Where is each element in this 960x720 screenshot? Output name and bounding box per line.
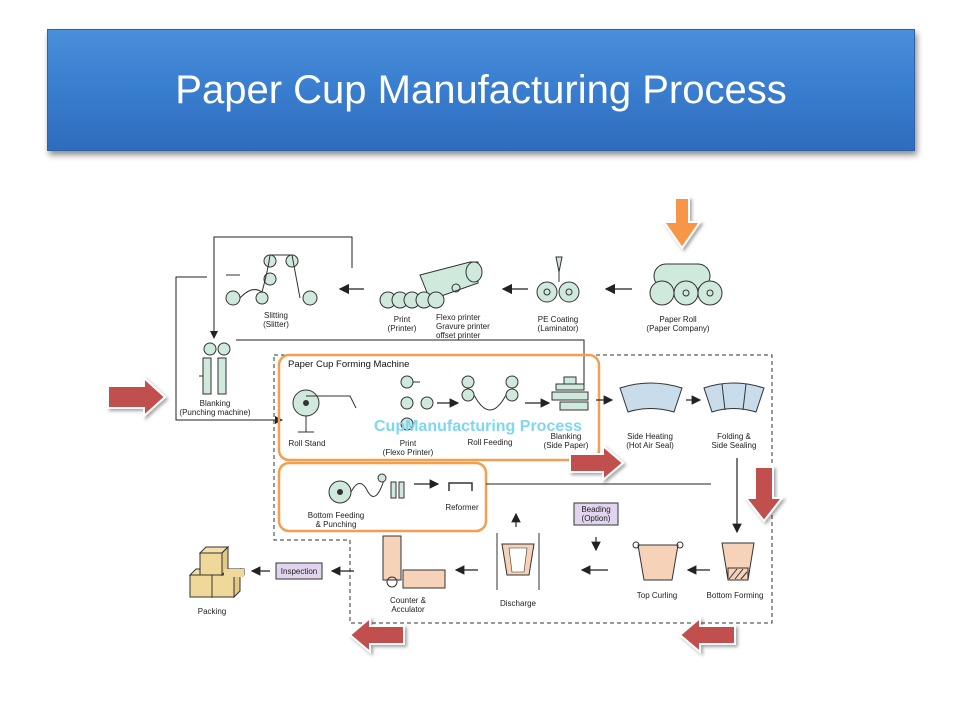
roll-feeding: [461, 375, 519, 411]
label-bottom-forming: Bottom Forming: [707, 591, 764, 600]
counter-tube: [382, 535, 402, 581]
svg-text:offset printer: offset printer: [436, 331, 481, 340]
label-roll-stand: Roll Stand: [289, 439, 326, 448]
top-curling-cup: [637, 544, 679, 581]
label-slitting: Slitting: [264, 311, 288, 320]
svg-text:(Printer): (Printer): [388, 324, 417, 333]
overlay-caption: CupManufacturing Process: [374, 418, 582, 435]
label-bottom-feeding: Bottom Feeding: [308, 511, 364, 520]
label-counter: Counter &: [390, 596, 427, 605]
svg-text:(Paper Company): (Paper Company): [646, 324, 709, 333]
red-right-arrow-middle: [569, 443, 625, 483]
label-side-heating: Side Heating: [627, 432, 673, 441]
folding-blank: [703, 382, 765, 413]
printer-machine: [379, 261, 483, 309]
side-blanking: [551, 376, 589, 411]
label-printer-types: Flexo printer: [436, 313, 481, 322]
red-left-arrow-bottom-left: [348, 615, 405, 655]
svg-text:(Flexo Printer): (Flexo Printer): [383, 448, 434, 457]
label-roll-feeding: Roll Feeding: [468, 438, 513, 447]
flexo-printer: [400, 375, 434, 431]
svg-text:(Laminator): (Laminator): [538, 324, 579, 333]
label-pe-coating: PE Coating: [538, 315, 578, 324]
label-discharge: Discharge: [500, 599, 537, 608]
label-beading: Beading: [581, 505, 610, 514]
svg-text:(Hot Air Seal): (Hot Air Seal): [626, 441, 674, 450]
label-blanking-side: Blanking: [551, 432, 582, 441]
packing-boxes: [188, 545, 245, 599]
label-paper-roll: Paper Roll: [659, 315, 697, 324]
red-down-arrow-right: [743, 466, 785, 523]
accumulator-tube: [402, 569, 446, 589]
inspection-box: [275, 562, 323, 580]
bottom-feeder: [328, 473, 405, 504]
label-folding: Folding &: [717, 432, 751, 441]
svg-text:(Slitter): (Slitter): [263, 320, 289, 329]
svg-text:Acculator: Acculator: [391, 605, 425, 614]
pe-coating-machine: [536, 256, 580, 303]
title-banner: Paper Cup Manufacturing Process: [47, 29, 915, 151]
label-top-curling: Top Curling: [637, 591, 677, 600]
svg-text:(Punching machine): (Punching machine): [179, 408, 250, 417]
label-inspection: Inspection: [281, 567, 317, 576]
dashed-boundary: [273, 354, 773, 624]
svg-text:& Punching: & Punching: [316, 520, 357, 529]
punching-machine: [199, 342, 231, 395]
label-print-printer: Print: [394, 315, 411, 324]
orange-down-arrow: [662, 197, 702, 250]
label-packing: Packing: [198, 607, 226, 616]
slitter-machine: [225, 254, 318, 306]
svg-text:(Side Paper): (Side Paper): [544, 441, 589, 450]
roll-stand: [292, 389, 357, 433]
beading-box: [573, 502, 619, 526]
reformer-shape: [448, 482, 473, 491]
svg-text:Side Sealing: Side Sealing: [712, 441, 757, 450]
paper-roll-machine: [649, 263, 723, 306]
forming-machine-frame: [277, 353, 601, 462]
side-heating-blank: [619, 382, 683, 413]
red-left-arrow-bottom-right: [678, 615, 736, 655]
bottom-feeding-frame: [277, 461, 488, 533]
forming-machine-label: Paper Cup Forming Machine: [288, 359, 409, 370]
label-print-flexo: Print: [400, 439, 417, 448]
label-reformer: Reformer: [445, 503, 479, 512]
red-right-arrow-left: [107, 375, 167, 419]
label-blanking-punching: Blanking: [200, 399, 231, 408]
svg-text:(Option): (Option): [582, 514, 611, 523]
svg-text:Gravure printer: Gravure printer: [436, 322, 490, 331]
slide-title: Paper Cup Manufacturing Process: [175, 67, 787, 112]
